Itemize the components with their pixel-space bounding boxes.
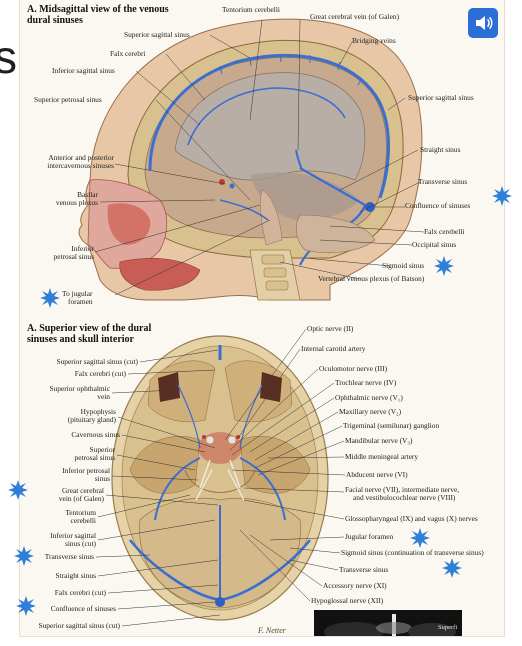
label-bridging-veins: Bridging veins (352, 36, 396, 45)
label-hypophysis-2: (pituitary gland) (67, 415, 116, 424)
label-ophthalmic-nerve: Ophthalmic nerve (V₁) (335, 393, 403, 402)
skull-base-illustration (111, 335, 329, 621)
label-transverse-sinus-bottom-right: Transverse sinus (339, 565, 389, 574)
label-trochlear-nerve: Trochlear nerve (IV) (335, 378, 397, 387)
label-superior-sagittal-sinus-cut-bottom: Superior sagittal sinus (cut) (38, 621, 121, 630)
label-confluence-of-sinuses-bottom: Confluence of sinuses (50, 604, 116, 613)
top-leader-lines (94, 19, 425, 296)
label-trigeminal-ganglion: Trigeminal (semilunar) ganglion (343, 421, 440, 430)
label-facial-nerve-2: and vestibulocochlear nerve (VIII) (353, 493, 456, 502)
label-hypoglossal-nerve: Hypoglossal nerve (XII) (311, 596, 384, 605)
label-to-jugular-2: foramen (68, 297, 93, 306)
label-inferior-sagittal-cut-1: Inferior sagittal (50, 531, 96, 540)
bottom-panel-title-line2: sinuses and skull interior (27, 334, 134, 345)
label-falx-cerebri: Falx cerebri (110, 49, 146, 58)
highlight-burst-icon (40, 288, 60, 308)
top-panel-title-line2: dural sinuses (27, 15, 83, 26)
label-occipital-sinus: Occipital sinus (412, 240, 457, 249)
label-mandibular-nerve: Mandibular nerve (V₃) (345, 436, 413, 445)
label-oculomotor-nerve: Oculomotor nerve (III) (319, 364, 388, 373)
ct-scan-graphic (314, 610, 462, 636)
label-straight-sinus-bottom: Straight sinus (55, 571, 96, 580)
label-confluence-of-sinuses-top: Confluence of sinuses (405, 201, 471, 210)
label-great-cerebral-vein: Great cerebral vein (of Galen) (310, 12, 400, 21)
label-hypophysis-1: Hypophysis (80, 407, 116, 416)
label-inferior-petrosal-2: petrosal sinus (53, 252, 94, 261)
sagittal-head-illustration (78, 18, 423, 301)
label-intercavernous-sinuses-1: Anterior and posterior (48, 153, 114, 162)
highlight-burst-icon (442, 558, 462, 578)
highlight-burst-icon (14, 546, 34, 566)
speaker-icon (476, 16, 493, 30)
label-superior-sagittal-sinus-cut-top: Superior sagittal sinus (cut) (56, 357, 139, 366)
label-inferior-sagittal-sinus: Inferior sagittal sinus (52, 66, 115, 75)
label-optic-nerve: Optic nerve (II) (307, 324, 354, 333)
bottom-panel-title-line1: A. Superior view of the dural (27, 323, 152, 334)
audio-speaker-button[interactable] (468, 8, 498, 38)
label-maxillary-nerve: Maxillary nerve (V₂) (339, 407, 402, 416)
label-great-cerebral-vein-bottom-2: vein (of Galen) (58, 494, 104, 503)
label-tentorium-cerebelli: Tentorium cerebelli (222, 5, 280, 14)
label-superior-petrosal-sinus: Superior petrosal sinus (34, 95, 102, 104)
label-basilar-plexus-2: venous plexus (55, 198, 98, 207)
label-superior-petrosal-bottom-2: petrosal sinus (74, 453, 115, 462)
highlight-burst-icon (8, 480, 28, 500)
label-superior-petrosal-bottom-1: Superior (89, 445, 115, 454)
label-to-jugular-1: To jugular (62, 289, 93, 298)
top-panel-title-line1: A. Midsagittal view of the venous (27, 4, 169, 15)
label-falx-cerebri-cut-top: Falx cerebri (cut) (74, 369, 126, 378)
label-inferior-sagittal-cut-2: sinus (cut) (65, 539, 96, 548)
label-transverse-sinus-top: Transverse sinus (418, 177, 468, 186)
label-inferior-petrosal-1: Inferior (71, 244, 94, 253)
bottom-leader-lines (95, 328, 346, 627)
label-sigmoid-sinus-top: Sigmoid sinus (382, 261, 425, 270)
label-facial-nerve-1: Facial nerve (VII), intermediate nerve, (345, 485, 460, 494)
label-sigmoid-sinus-bottom: Sigmoid sinus (continuation of transvers… (341, 548, 484, 557)
label-superior-sagittal-sinus-right: Superior sagittal sinus (408, 93, 474, 102)
label-superior-ophthalmic-vein-1: Superior ophthalmic (49, 384, 110, 393)
highlight-burst-icon (492, 186, 512, 206)
label-superior-sagittal-sinus-top: Superior sagittal sinus (124, 30, 190, 39)
label-jugular-foramen: Jugular foramen (345, 532, 394, 541)
label-vertebral-venous-plexus: Vertebral venous plexus (of Batson) (318, 274, 425, 283)
label-falx-cerebelli: Falx cerebelli (424, 227, 465, 236)
label-superior-ophthalmic-vein-2: vein (97, 392, 110, 401)
label-inferior-petrosal-bottom-1: Inferior petrosal (62, 466, 110, 475)
label-middle-meningeal-artery: Middle meningeal artery (345, 452, 419, 461)
label-internal-carotid-artery: Internal carotid artery (301, 344, 366, 353)
artist-signature: F. Netter (258, 626, 286, 635)
label-falx-cerebri-cut-bottom: Falx cerebri (cut) (54, 588, 106, 597)
label-straight-sinus: Straight sinus (420, 145, 461, 154)
label-cavernous-sinus: Cavernous sinus (71, 430, 120, 439)
label-abducent-nerve: Abducent nerve (VI) (346, 470, 408, 479)
label-basilar-plexus-1: Basilar (77, 190, 98, 199)
highlight-burst-icon (16, 596, 36, 616)
highlight-burst-icon (410, 528, 430, 548)
label-transverse-sinus-bottom-left: Transverse sinus (44, 552, 94, 561)
label-intercavernous-sinuses-2: intercavernous sinuses (47, 161, 114, 170)
label-inferior-petrosal-bottom-2: sinus (94, 474, 110, 483)
label-great-cerebral-vein-bottom-1: Great cerebral (61, 486, 104, 495)
highlight-burst-icon (434, 256, 454, 276)
label-glossopharyngeal-vagus: Glossopharyngeal (IX) and vagus (X) nerv… (345, 514, 478, 523)
label-accessory-nerve: Accessory nerve (XI) (323, 581, 387, 590)
label-tentorium-bottom-2: cerebelli (70, 516, 96, 525)
ct-image-thumbnail: Superfi (314, 610, 462, 636)
label-tentorium-bottom-1: Tentorium (65, 508, 96, 517)
ct-corner-text: Superfi (438, 624, 458, 631)
